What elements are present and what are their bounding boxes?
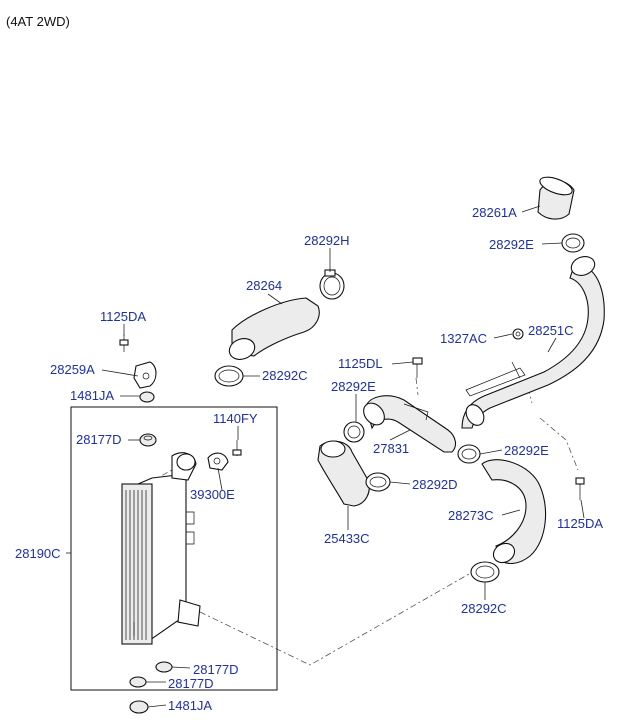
label-1481JA-top: 1481JA (70, 388, 114, 403)
label-28177D-mid: 28177D (193, 662, 239, 677)
label-28264: 28264 (246, 278, 282, 293)
clamp-28292D (365, 472, 391, 492)
mount-28177D-top (139, 433, 157, 447)
label-28259A: 28259A (50, 362, 95, 377)
sensor-39300E (207, 440, 242, 471)
label-1125DA-left: 1125DA (100, 309, 146, 324)
label-28292C-lower: 28292C (461, 601, 507, 616)
label-28292D: 28292D (412, 477, 458, 492)
label-1481JA-bottom: 1481JA (168, 698, 212, 713)
label-1140FY: 1140FY (213, 411, 258, 426)
label-28292E-mid: 28292E (331, 379, 376, 394)
leader-lines (66, 205, 585, 708)
mount-28177D-mid (155, 661, 173, 673)
label-1125DL: 1125DL (338, 356, 383, 371)
label-28292C-upper: 28292C (262, 368, 308, 383)
label-28190C: 28190C (15, 546, 61, 561)
hose-25433C (317, 440, 370, 507)
hose-28261A (537, 176, 575, 220)
bush-1481JA-bottom (129, 700, 149, 714)
clamp-28292E-top (561, 233, 585, 253)
label-1125DA-right: 1125DA (557, 516, 603, 531)
pipe-28251C (461, 256, 605, 429)
label-25433C: 25433C (324, 531, 370, 546)
label-28177D-low: 28177D (168, 676, 214, 691)
label-28177D-top: 28177D (76, 432, 122, 447)
label-28251C: 28251C (528, 323, 574, 338)
nut-1327AC (512, 328, 524, 340)
bush-1481JA-top (139, 391, 155, 403)
label-28292H: 28292H (304, 233, 350, 248)
hose-28273C (481, 459, 547, 565)
label-39300E: 39300E (190, 487, 235, 502)
intercooler-28190C (121, 452, 201, 645)
label-27831: 27831 (373, 441, 409, 456)
clamp-28292C-upper (214, 365, 244, 387)
label-28292E-top: 28292E (489, 237, 534, 252)
clamp-28292C-lower (470, 561, 500, 583)
bracket-28259A (133, 361, 157, 389)
clamp-28292E-mid (343, 421, 365, 443)
mount-28177D-low (129, 676, 147, 688)
label-1327AC: 1327AC (440, 331, 487, 346)
intercooler-assembly-frame (70, 406, 278, 691)
bolt-1125DA-right (575, 477, 585, 500)
clamp-28292E-right (457, 444, 481, 464)
label-28261A: 28261A (472, 205, 517, 220)
bolt-1125DL (412, 357, 423, 378)
label-28292E-right: 28292E (504, 443, 549, 458)
bolt-1125DA-left (119, 334, 129, 352)
pipe-27831 (363, 395, 457, 453)
clamp-28292H (319, 269, 345, 300)
label-28273C: 28273C (448, 508, 494, 523)
variant-header: (4AT 2WD) (6, 14, 70, 29)
hose-28264 (228, 297, 320, 360)
